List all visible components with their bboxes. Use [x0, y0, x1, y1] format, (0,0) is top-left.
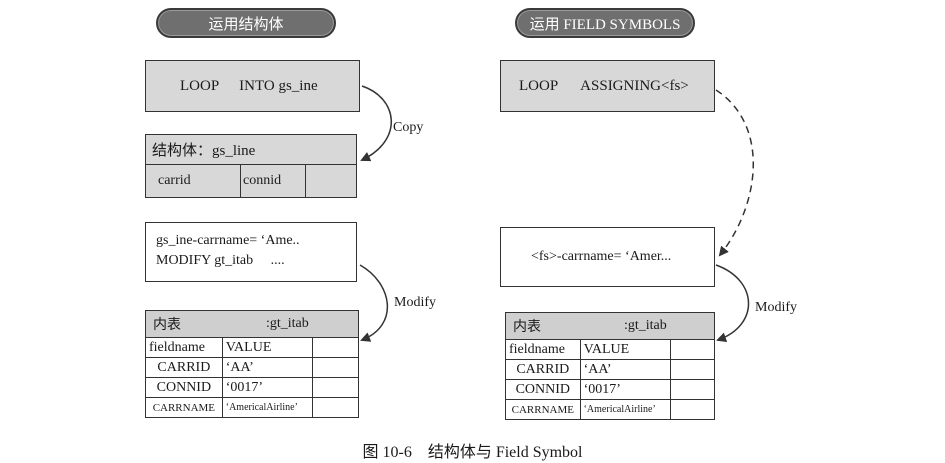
- right-itab-header-left: 内表: [513, 320, 541, 335]
- assign-dashed-arrow: [715, 89, 754, 257]
- table-row: CARRID ‘AA’: [505, 359, 716, 380]
- right-itab-cell: ‘AmericalAirline’: [579, 399, 671, 420]
- left-loop-keyword: LOOP: [180, 77, 220, 94]
- right-loop-keyword: LOOP: [519, 77, 559, 94]
- right-itab-colhead: fieldname VALUE: [505, 339, 716, 360]
- table-row: CARRNAME ‘AmericalAirline’: [505, 399, 716, 420]
- left-itab-header: 内表 :gt_itab: [145, 310, 359, 338]
- left-code-box: gs_ine-carrname= ‘Ame.. MODIFY gt_itab .…: [145, 222, 357, 282]
- left-itab-empty-cell: [312, 397, 359, 418]
- right-title: 运用 FIELD SYMBOLS: [529, 16, 681, 33]
- right-itab: 内表 :gt_itab fieldname VALUE CARRID ‘AA’ …: [505, 312, 716, 420]
- copy-arrow: [360, 85, 392, 162]
- table-row: CARRID ‘AA’: [145, 357, 359, 378]
- right-loop-target: ASSIGNING<fs>: [580, 77, 689, 94]
- left-itab-cell: CARRNAME: [145, 397, 223, 418]
- left-modify-arrow: [359, 264, 389, 342]
- left-modify-label: Modify: [394, 295, 436, 310]
- left-itab-cell: CARRID: [145, 357, 223, 378]
- left-title: 运用结构体: [208, 16, 284, 33]
- struct-field-connid: connid: [241, 165, 306, 197]
- figure-caption: 图 10-6 结构体与 Field Symbol: [362, 444, 583, 461]
- left-title-pill: 运用结构体: [156, 8, 336, 38]
- right-code-box: <fs>-carrname= ‘Amer...: [500, 227, 715, 287]
- right-itab-header-right: :gt_itab: [624, 318, 667, 333]
- right-title-pill: 运用 FIELD SYMBOLS: [515, 8, 695, 38]
- left-itab: 内表 :gt_itab fieldname VALUE CARRID ‘AA’ …: [145, 310, 359, 418]
- copy-label: Copy: [393, 120, 424, 135]
- left-itab-cell: ‘AmericalAirline’: [221, 397, 314, 418]
- struct-header-label: 结构体：gs_line: [152, 143, 256, 159]
- left-itab-header-left: 内表: [153, 318, 181, 333]
- left-loop-target: INTO gs_ine: [239, 77, 318, 94]
- right-modify-label: Modify: [755, 300, 797, 315]
- right-itab-empty-cell: [669, 399, 716, 420]
- left-code-line-1: gs_ine-carrname= ‘Ame..: [156, 233, 300, 248]
- struct-field-carrid: carrid: [146, 165, 241, 197]
- left-code-line-2: MODIFY gt_itab ....: [156, 253, 285, 268]
- left-itab-colhead: fieldname VALUE: [145, 337, 359, 358]
- right-loop-box: LOOP ASSIGNING<fs>: [500, 60, 715, 112]
- left-itab-col-fieldname: fieldname: [145, 337, 223, 358]
- struct-header: 结构体：gs_line: [146, 135, 356, 165]
- left-loop-box: LOOP INTO gs_ine: [145, 60, 360, 112]
- left-itab-col-value: VALUE: [221, 337, 314, 358]
- table-row: CARRNAME ‘AmericalAirline’: [145, 397, 359, 418]
- table-row: CONNID ‘0017’: [505, 379, 716, 400]
- left-itab-header-right: :gt_itab: [266, 316, 309, 331]
- right-modify-arrow: [715, 264, 750, 343]
- struct-box: 结构体：gs_line carrid connid: [145, 134, 357, 198]
- right-code-line: <fs>-carrname= ‘Amer...: [531, 249, 672, 264]
- right-itab-header: 内表 :gt_itab: [505, 312, 715, 340]
- table-row: CONNID ‘0017’: [145, 377, 359, 398]
